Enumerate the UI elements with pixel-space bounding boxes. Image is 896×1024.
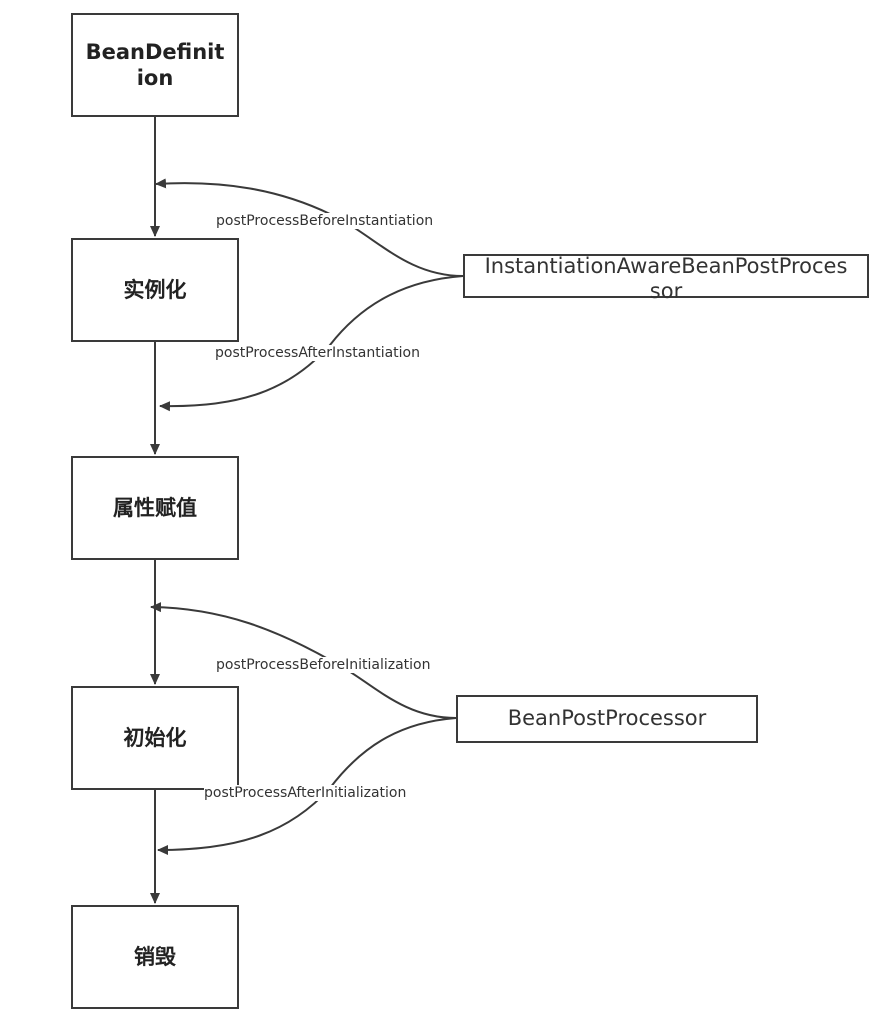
label-after-initialization: postProcessAfterInitialization — [204, 785, 407, 801]
bean-post-processor-box: BeanPostProcessor — [456, 695, 758, 743]
stage-destruction-label: 销毁 — [134, 944, 176, 969]
stage-instantiation-label: 实例化 — [123, 277, 187, 302]
stage-initialization: 初始化 — [71, 686, 239, 790]
stage-populate-properties-label: 属性赋值 — [113, 495, 197, 520]
instantiation-aware-processor-label: InstantiationAwareBeanPostProcessor — [484, 254, 848, 304]
label-before-initialization: postProcessBeforeInitialization — [216, 657, 431, 673]
stage-bean-definition: BeanDefinition — [71, 13, 239, 117]
stage-initialization-label: 初始化 — [123, 725, 187, 750]
instantiation-aware-processor-box: InstantiationAwareBeanPostProcessor — [463, 254, 869, 303]
stage-populate-properties: 属性赋值 — [71, 456, 239, 560]
label-before-instantiation: postProcessBeforeInstantiation — [216, 213, 434, 229]
label-after-instantiation: postProcessAfterInstantiation — [215, 345, 420, 361]
stage-destruction: 销毁 — [71, 905, 239, 1009]
stage-bean-definition-label: BeanDefinition — [85, 39, 225, 90]
stage-instantiation: 实例化 — [71, 238, 239, 342]
bean-post-processor-label: BeanPostProcessor — [507, 706, 707, 731]
